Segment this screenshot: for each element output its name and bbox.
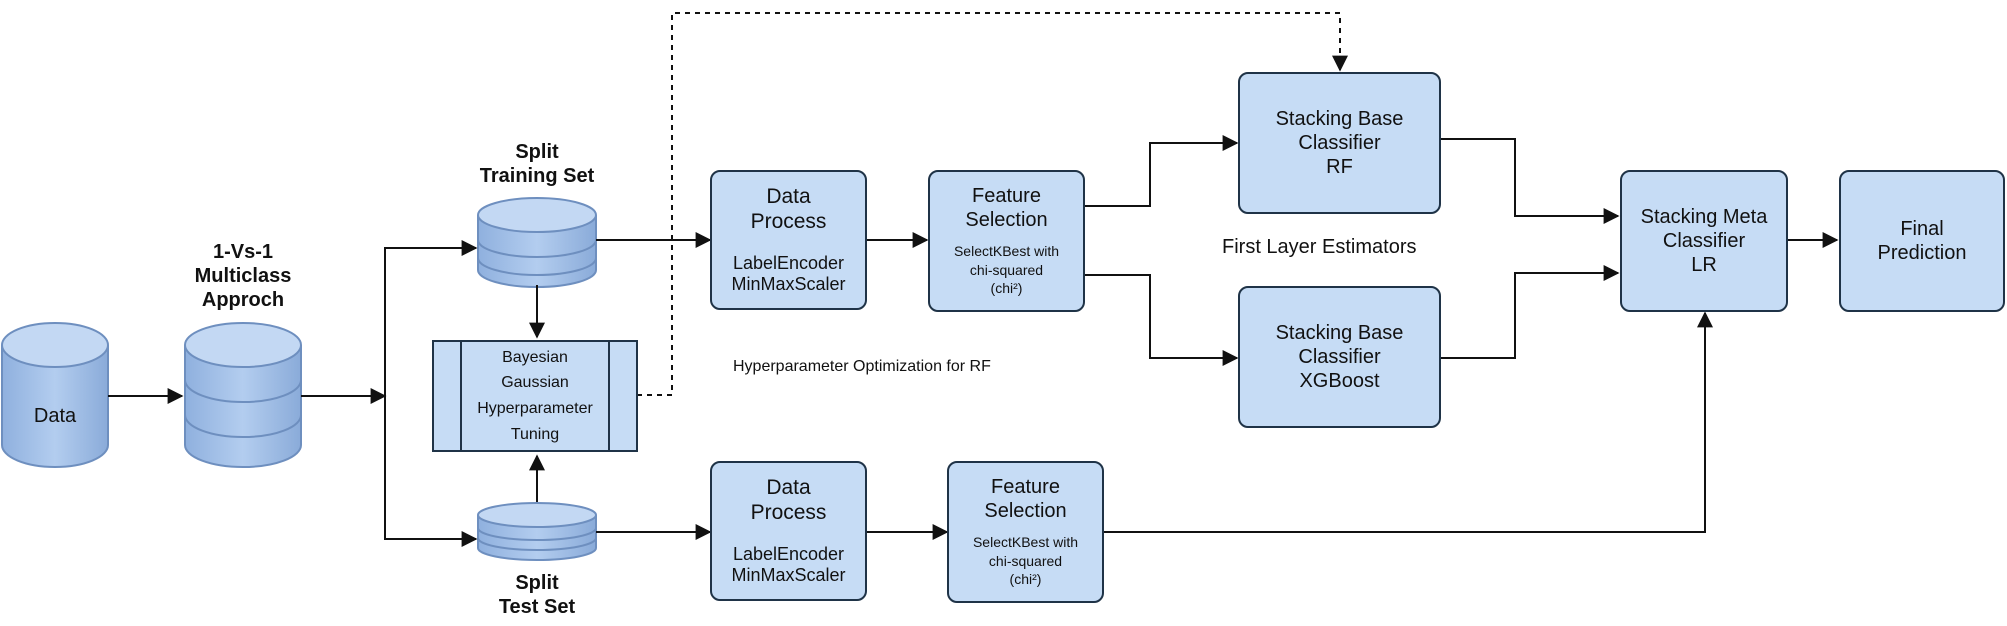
split-test-label: Split Test Set [498,572,576,618]
arrow-feature-to-rf [1085,135,1239,207]
final-prediction-box: Final Prediction [1839,170,2005,312]
data-process-top-box: Data Process LabelEncoder MinMaxScaler [710,170,867,310]
data-node-label: Data [33,405,77,427]
first-layer-estimators-label: First Layer Estimators [1222,236,1417,258]
arrow-feature-to-xgb [1085,274,1239,366]
split-test-cylinder [477,502,597,561]
arrow-to-test [384,396,478,547]
dashed-arrow-tuning-to-rf [637,12,1348,396]
arrow-rf-to-meta [1440,138,1620,224]
split-training-label: Split Training Set [479,141,595,187]
stacking-meta-lr-box: Stacking Meta Classifier LR [1620,170,1788,312]
multiclass-label: 1-Vs-1 Multiclass Approch [178,240,308,312]
feature-selection-top-box: Feature Selection SelectKBest with chi-s… [928,170,1085,312]
stacking-base-rf-box: Stacking Base Classifier RF [1238,72,1441,214]
bayesian-tuning-box: Bayesian Gaussian Hyperparameter Tuning [432,340,638,452]
arrow-feature-bottom-to-meta [1104,311,1713,533]
feature-selection-bottom-box: Feature Selection SelectKBest with chi-s… [947,461,1104,603]
split-training-cylinder [477,197,597,288]
data-cylinder [1,322,109,468]
hyperparameter-optimization-note: Hyperparameter Optimization for RF [733,358,991,375]
data-process-bottom-box: Data Process LabelEncoder MinMaxScaler [710,461,867,601]
stacking-base-xgboost-box: Stacking Base Classifier XGBoost [1238,286,1441,428]
arrow-xgb-to-meta [1440,265,1620,359]
multiclass-cylinder [184,322,302,468]
